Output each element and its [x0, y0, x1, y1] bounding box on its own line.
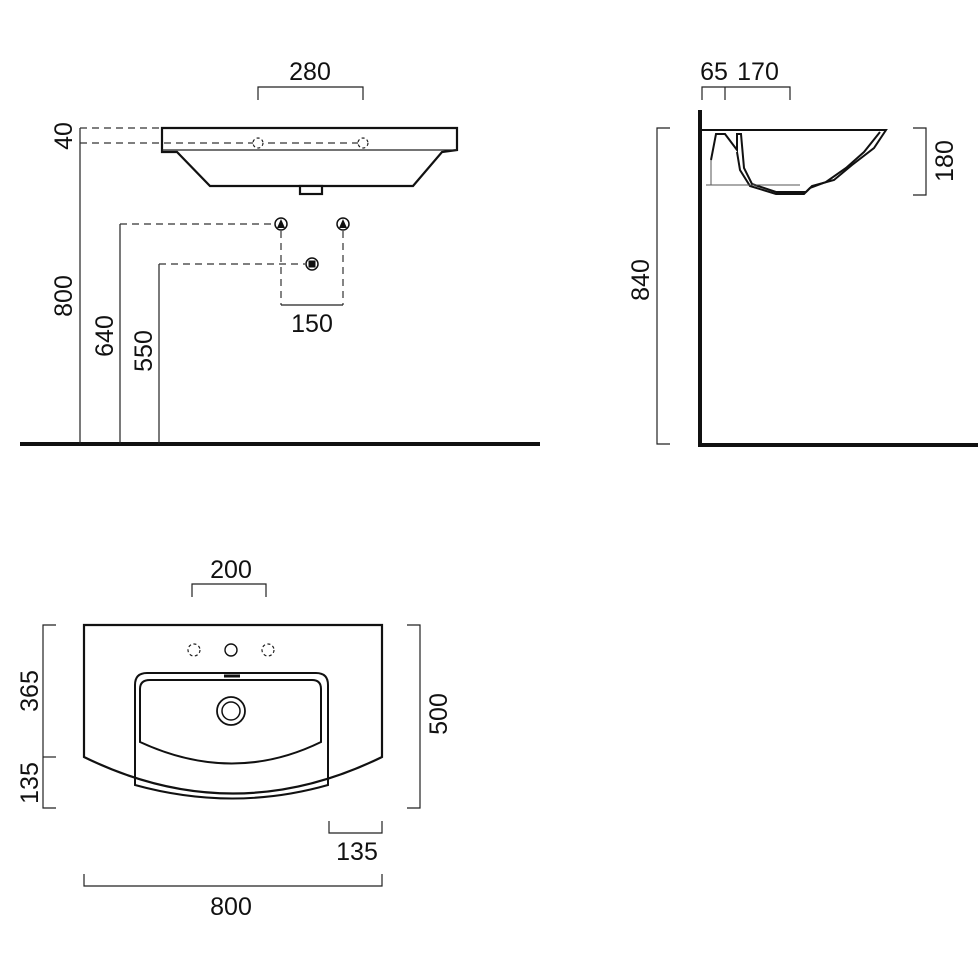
- dim-500-label: 500: [425, 693, 453, 735]
- dim-640-label: 640: [91, 315, 119, 357]
- top-tap-hole-right: [261, 643, 275, 657]
- dim-40-label: 40: [50, 122, 78, 150]
- supply-valve-left: [274, 217, 288, 231]
- dim-135-right-label: 135: [336, 838, 378, 866]
- dim-280-line: [257, 86, 364, 100]
- top-drain-inner: [221, 701, 241, 721]
- front-waste-outlet: [298, 184, 324, 196]
- dim-800-width-label: 800: [210, 893, 252, 921]
- dim-200-label: 200: [210, 556, 252, 584]
- side-view: 65 170 180 840: [627, 58, 978, 447]
- front-tap-hole-right: [357, 137, 369, 149]
- dim-840-label: 840: [627, 259, 655, 301]
- top-tap-hole-left: [187, 643, 201, 657]
- dim-150-label: 150: [291, 310, 333, 338]
- front-basin-body: [160, 126, 459, 188]
- dim-365-135-line: [42, 624, 56, 809]
- dim-500-line: [407, 624, 421, 809]
- waste-connector: [305, 257, 319, 271]
- dim-135-right-line: [328, 821, 383, 834]
- front-view: 280 40 800 640 550: [20, 58, 540, 446]
- top-bowl-outer: [134, 672, 329, 800]
- dim-135-left-label: 135: [16, 762, 44, 804]
- dim-550-label: 550: [130, 330, 158, 372]
- dim-280-label: 280: [289, 58, 331, 86]
- top-tap-hole-center: [224, 643, 238, 657]
- dim-800-label: 800: [50, 275, 78, 317]
- front-tap-hole-left: [252, 137, 264, 149]
- side-wall-floor: [698, 110, 978, 447]
- supply-valve-right: [336, 217, 350, 231]
- dim-800-width-line: [83, 874, 383, 887]
- dim-65-label: 65: [700, 58, 728, 86]
- dim-65-170-line: [701, 86, 791, 100]
- top-view: 200 365 135 500 135 800: [16, 556, 453, 921]
- side-basin-inner: [736, 131, 881, 195]
- dim-180-label: 180: [931, 140, 959, 182]
- dim-180-line: [913, 127, 927, 196]
- dim-170-label: 170: [737, 58, 779, 86]
- top-bowl-inner: [139, 679, 322, 765]
- dim-200-line: [191, 583, 267, 597]
- side-basin-section: [702, 129, 888, 193]
- dim-365-label: 365: [16, 670, 44, 712]
- dim-840-line: [656, 127, 670, 445]
